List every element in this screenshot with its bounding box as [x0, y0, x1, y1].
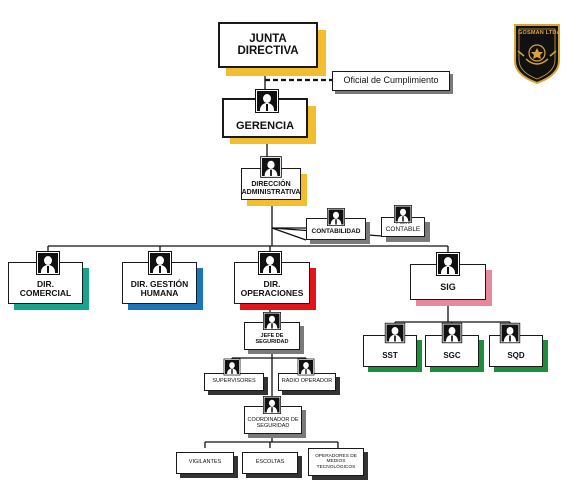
direccion-administrativa-label: DIRECCIÓN ADMINISTRATIVA	[241, 181, 301, 196]
person-icon	[263, 312, 281, 330]
supervisores-node: SUPERVISORES	[204, 373, 264, 391]
radio-operador-node: RADIO OPERADOR	[278, 373, 336, 391]
company-logo: GOSMAN LTDA	[512, 23, 562, 85]
person-icon	[442, 323, 462, 343]
junta-directiva-node: JUNTA DIRECTIVA	[218, 22, 318, 68]
vigilantes-node: VIGILANTES	[176, 452, 234, 474]
sgc-label: SGC	[443, 350, 461, 360]
contabilidad-label: CONTABILIDAD	[311, 228, 361, 236]
radio-operador-label: RADIO OPERADOR	[281, 378, 333, 385]
oficial-cumplimiento-node: Oficial de Cumplimiento	[332, 71, 450, 91]
sqd-label: SQD	[507, 350, 525, 360]
sig-label: SIG	[440, 281, 456, 292]
person-icon	[259, 252, 281, 274]
supervisores-label: SUPERVISORES	[212, 378, 256, 385]
coordinador-seguridad-label: COORDINADOR DE SEGURIDAD	[247, 417, 299, 430]
person-icon	[263, 396, 281, 414]
vigilantes-label: VIGILANTES	[188, 459, 222, 466]
gerencia-label: GERENCIA	[235, 120, 295, 133]
coordinador-seguridad-node: COORDINADOR DE SEGURIDAD	[244, 406, 302, 434]
person-icon	[261, 157, 281, 177]
oficial-cumplimiento-label: Oficial de Cumplimiento	[343, 75, 439, 86]
escoltas-label: ESCOLTAS	[255, 459, 285, 466]
escoltas-node: ESCOLTAS	[242, 452, 298, 474]
person-icon	[256, 90, 278, 112]
sgc-node: SGC	[425, 335, 479, 367]
person-icon	[149, 252, 171, 274]
shield-icon	[514, 24, 560, 85]
dir-comercial-label: DIR. COMERCIAL	[19, 279, 72, 299]
person-icon	[37, 252, 59, 274]
aux-contable-label: AUX CONTABLE	[385, 219, 421, 234]
jefe-seguridad-label: JEFE DE SEGURIDAD	[255, 333, 289, 346]
connector	[271, 227, 307, 241]
sst-label: SST	[382, 350, 398, 360]
person-icon	[394, 205, 412, 223]
person-icon	[500, 323, 520, 343]
person-icon	[437, 253, 459, 275]
operadores-medios-label: OPERADORES DE MEDIOS TECNOLÓGICOS	[315, 454, 357, 470]
person-icon	[224, 359, 240, 375]
junta-directiva-label: JUNTA DIRECTIVA	[237, 32, 299, 57]
person-icon	[385, 323, 405, 343]
person-icon	[298, 359, 314, 375]
dir-operaciones-label: DIR. OPERACIONES	[240, 279, 304, 299]
direccion-administrativa-node: DIRECCIÓN ADMINISTRATIVA	[241, 168, 301, 200]
operadores-medios-node: OPERADORES DE MEDIOS TECNOLÓGICOS	[308, 448, 364, 476]
logo-text: GOSMAN LTDA	[518, 30, 561, 36]
dir-gestion-humana-label: DIR. GESTIÓN HUMANA	[130, 279, 189, 299]
person-icon	[327, 208, 345, 226]
